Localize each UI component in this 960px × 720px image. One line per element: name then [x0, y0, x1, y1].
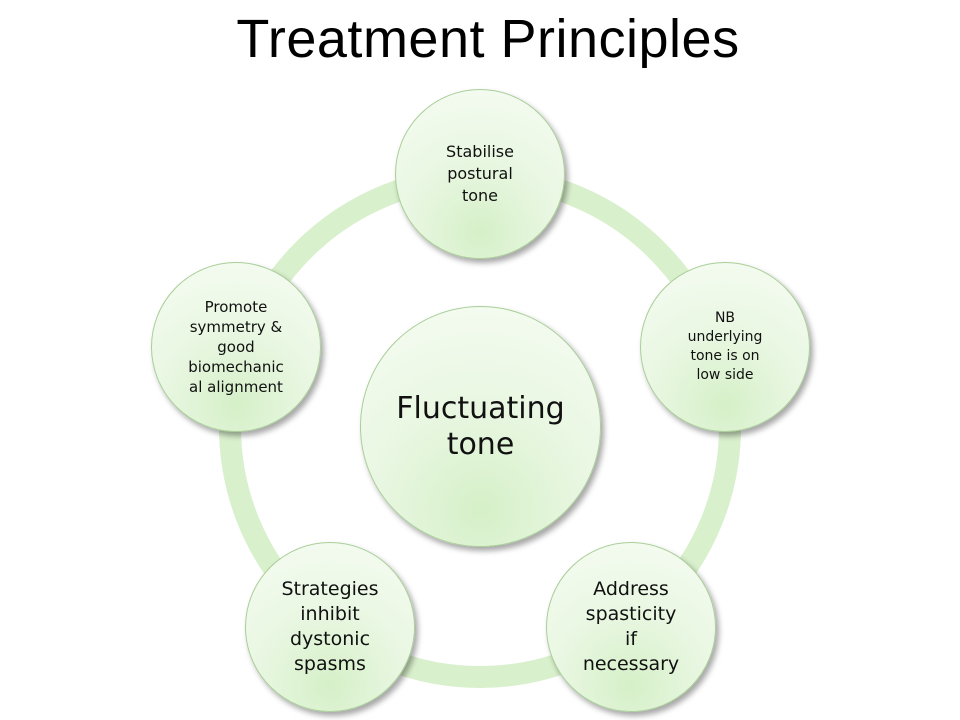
cycle-node-label: Strategies inhibit dystonic spasms: [281, 578, 379, 675]
cycle-node-address-spasticity: Address spasticity if necessary: [546, 542, 716, 712]
cycle-node-label: NB underlying tone is on low side: [687, 310, 763, 383]
cycle-node-label: Stabilise postural tone: [446, 142, 514, 205]
cycle-node-promote-symmetry: Promote symmetry & good biomechanic al a…: [151, 262, 321, 432]
cycle-node-label: Address spasticity if necessary: [582, 578, 680, 675]
cycle-node-stabilise: Stabilise postural tone: [395, 89, 565, 259]
center-node-label: Fluctuating tone: [396, 390, 565, 462]
page-title: Treatment Principles: [236, 9, 740, 69]
cycle-node-label: Promote symmetry & good biomechanic al a…: [188, 298, 284, 396]
cycle-node-strategies: Strategies inhibit dystonic spasms: [245, 542, 415, 712]
center-node: Fluctuating tone: [360, 306, 601, 547]
cycle-node-underlying-tone: NB underlying tone is on low side: [640, 262, 810, 432]
